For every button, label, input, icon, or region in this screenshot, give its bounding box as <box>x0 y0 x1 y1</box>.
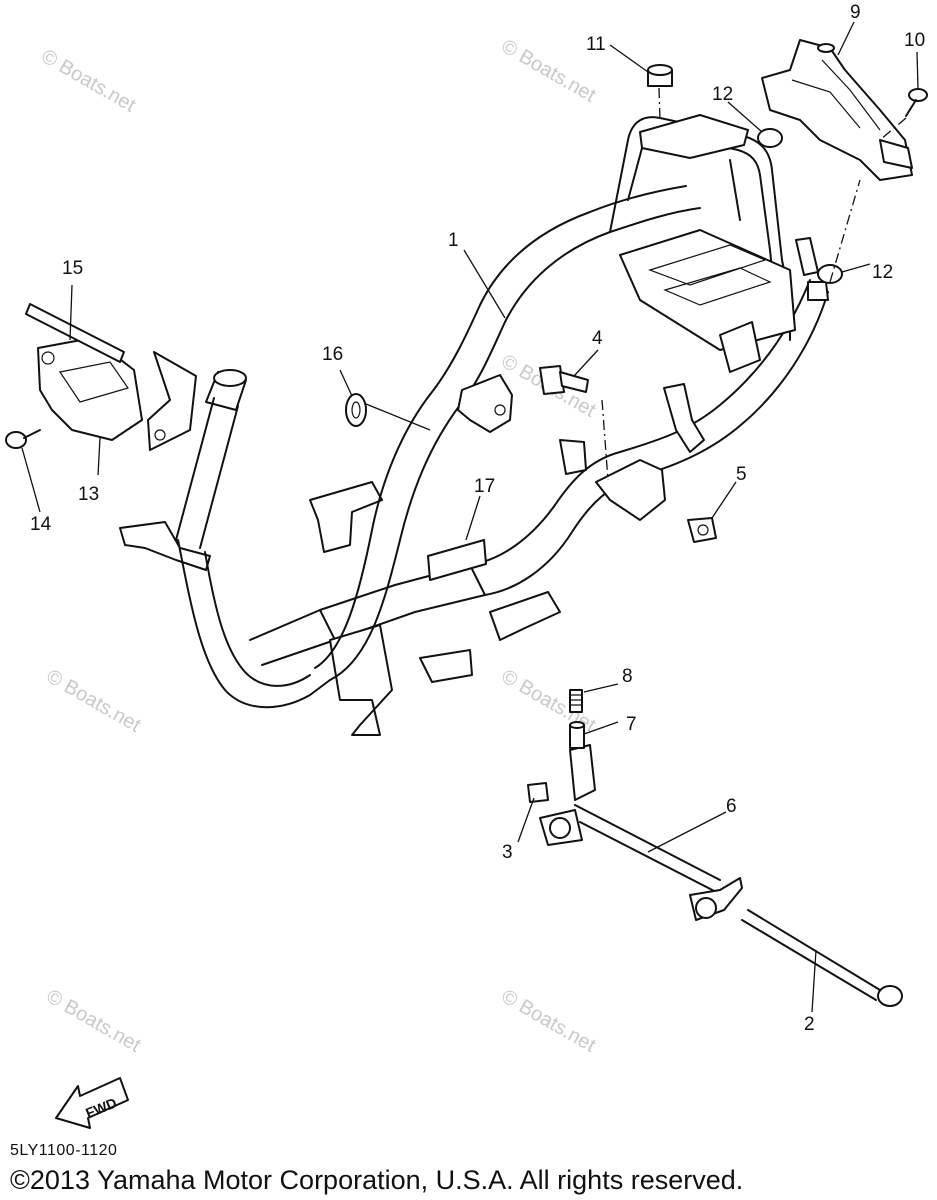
copyright-notice: ©2013 Yamaha Motor Corporation, U.S.A. A… <box>10 1165 744 1195</box>
callout-4: 4 <box>592 328 603 349</box>
bolt-4 <box>539 365 589 395</box>
screw-10 <box>905 88 928 117</box>
callout-6: 6 <box>726 796 737 817</box>
grommet-16 <box>345 393 367 427</box>
callouts: 1 2 3 4 5 6 7 8 9 10 11 12 12 13 14 15 1… <box>30 2 925 1035</box>
watermark: © Boats.net <box>498 35 600 107</box>
pivot-arm-6 <box>539 744 743 921</box>
watermark: © Boats.net <box>498 985 600 1057</box>
callout-8: 8 <box>622 666 633 687</box>
bracket-13 <box>37 337 143 441</box>
watermark: © Boats.net <box>43 985 145 1057</box>
callout-11: 11 <box>586 34 606 55</box>
watermark: © Boats.net <box>38 45 140 117</box>
nut-3 <box>527 782 549 803</box>
rod-15 <box>25 303 125 363</box>
callout-16: 16 <box>322 344 343 365</box>
callout-3: 3 <box>502 842 513 863</box>
bracket-9 <box>761 39 913 181</box>
leader-lines <box>21 21 919 1013</box>
nut-5 <box>687 517 717 543</box>
callout-17: 17 <box>474 476 495 497</box>
callout-15: 15 <box>62 258 83 279</box>
callout-2: 2 <box>804 1014 815 1035</box>
callout-12: 12 <box>712 84 733 105</box>
callout-9: 9 <box>850 2 861 23</box>
callout-5: 5 <box>736 464 747 485</box>
bolt-14 <box>5 429 41 449</box>
callout-7: 7 <box>626 714 637 735</box>
callout-10: 10 <box>904 30 925 51</box>
collar-7 <box>569 721 585 749</box>
damper-12 <box>757 128 843 284</box>
callout-1: 1 <box>448 230 459 251</box>
main-frame <box>119 114 829 736</box>
collar-11 <box>647 64 673 87</box>
spring-8 <box>569 689 583 713</box>
callout-12: 12 <box>872 262 893 283</box>
bolt-2 <box>741 909 903 1007</box>
callout-14: 14 <box>30 514 52 535</box>
part-code: 5LY1100-1120 <box>10 1142 118 1159</box>
callout-13: 13 <box>78 484 99 505</box>
fwd-arrow-icon: FWD <box>55 1077 129 1129</box>
watermark: © Boats.net <box>43 665 145 737</box>
